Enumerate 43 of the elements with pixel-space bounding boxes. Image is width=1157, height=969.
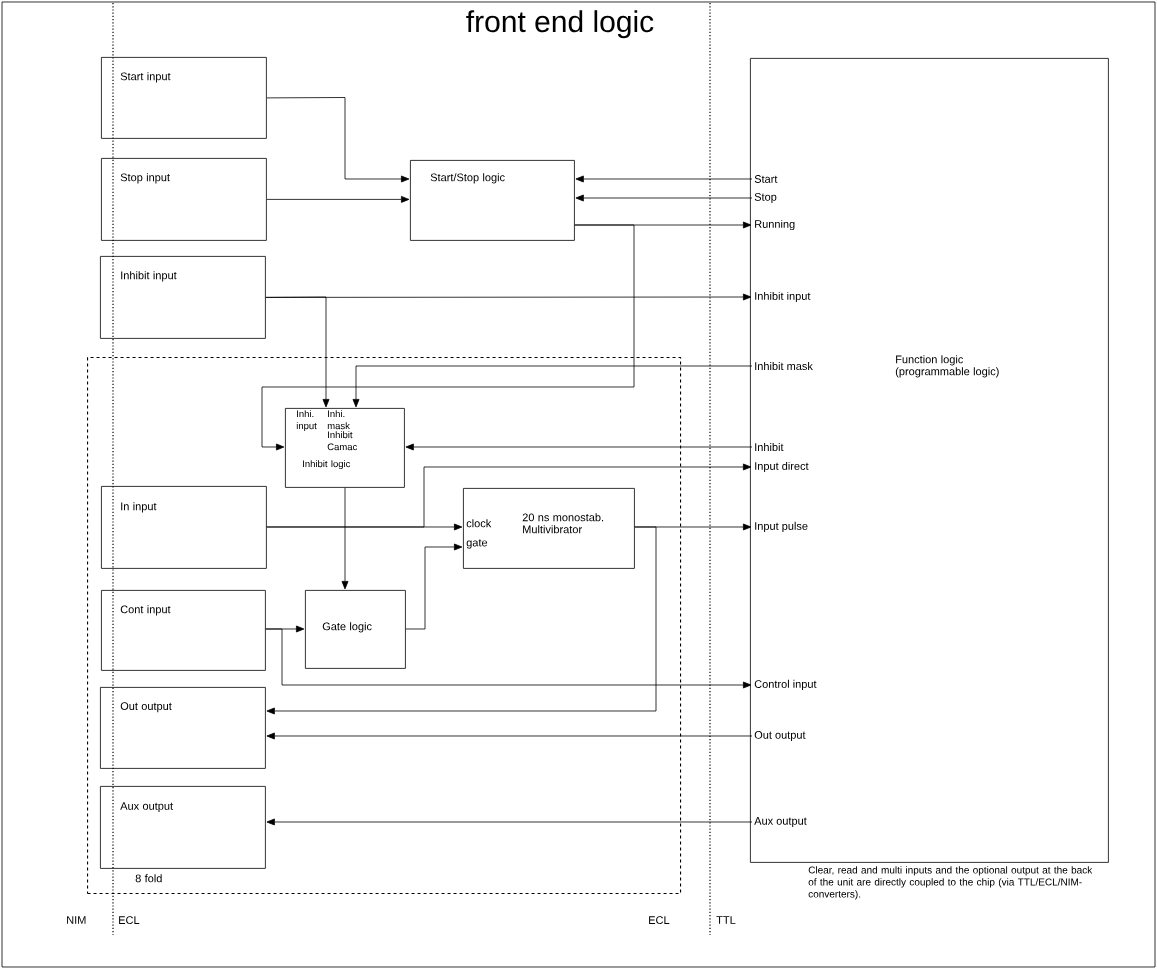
arrow bbox=[261, 224, 635, 451]
input-box: Stop input bbox=[101, 158, 267, 241]
port-label: Inhibit mask bbox=[755, 361, 813, 371]
arrow bbox=[266, 463, 752, 528]
arrow bbox=[266, 97, 410, 183]
note-text: Clear, read and multi inputs and the optional output at the back of the unit are directly coupled to the chip (via TTL/ECL/NIM-converters). bbox=[808, 866, 1093, 900]
port-label: Running bbox=[755, 219, 795, 231]
logic-box: clock gate 20 ns monostab. Multivibrator bbox=[463, 488, 635, 569]
input-box: Start input bbox=[101, 57, 267, 139]
input-box: In input bbox=[101, 486, 267, 569]
output-box: Aux output bbox=[100, 786, 266, 869]
arrow bbox=[266, 818, 753, 826]
input-box: Inhibit input bbox=[100, 256, 266, 339]
output-box: Out output bbox=[100, 687, 266, 769]
arrow bbox=[341, 487, 349, 590]
port-label: Inhibit input bbox=[755, 291, 811, 303]
port-label: Inhibit bbox=[755, 442, 784, 452]
port-label: Control input bbox=[754, 679, 817, 691]
domain-label: NIM bbox=[67, 916, 86, 924]
port-label: Stop bbox=[754, 193, 777, 203]
port-label: Input pulse bbox=[755, 521, 808, 533]
logic-box: Gate logic bbox=[305, 590, 406, 669]
port-label: Start bbox=[754, 175, 778, 183]
arrow bbox=[266, 196, 410, 203]
arrow bbox=[352, 365, 753, 408]
arrow bbox=[575, 194, 753, 202]
arrow bbox=[265, 628, 752, 689]
logic-box: Inhi. input Inhi. mask Inhibit Camac Inhibit logic bbox=[285, 408, 405, 488]
arrow bbox=[405, 443, 753, 451]
arrow bbox=[266, 732, 753, 740]
port-label: Aux output bbox=[754, 817, 807, 827]
arrow bbox=[575, 175, 753, 183]
domain-label: ECL bbox=[649, 916, 670, 924]
domain-label: ECL bbox=[119, 916, 140, 924]
arrow bbox=[265, 296, 330, 408]
port-label: Out output bbox=[754, 731, 806, 741]
logic-box: Start/Stop logic bbox=[410, 160, 575, 241]
diagram-title: front end logic bbox=[466, 10, 654, 39]
arrow bbox=[405, 543, 463, 630]
input-box: Cont input bbox=[101, 590, 266, 671]
arrow bbox=[266, 526, 657, 715]
domain-label: TTL bbox=[716, 916, 736, 924]
port-label: Input direct bbox=[755, 461, 809, 473]
